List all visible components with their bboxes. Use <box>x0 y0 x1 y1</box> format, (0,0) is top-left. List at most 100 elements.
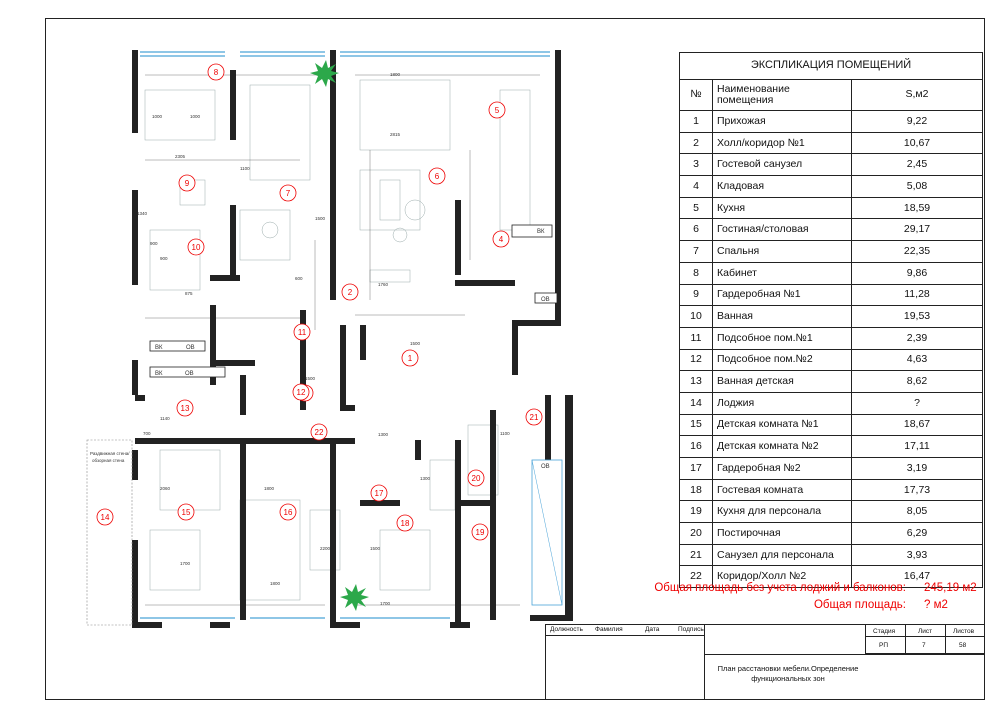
svg-text:600: 600 <box>295 276 303 281</box>
col-position-label: Должность <box>550 626 583 633</box>
svg-text:12: 12 <box>297 388 306 397</box>
plant-icons <box>310 60 369 611</box>
col-area-header: S,м2 <box>851 79 983 111</box>
room-marker-21: 21 <box>525 408 543 426</box>
svg-text:2815: 2815 <box>390 132 401 137</box>
room-name: Санузел для персонала <box>712 543 852 567</box>
stage-value: РП <box>879 642 889 649</box>
room-marker-16: 16 <box>279 503 297 521</box>
svg-text:ОВ: ОВ <box>541 297 550 303</box>
svg-text:1500: 1500 <box>410 341 421 346</box>
utility-boxes: ВК ОВ ВК ОВ ВК ОВ ОВ <box>149 224 563 606</box>
room-area: 18,67 <box>851 413 983 437</box>
total-no-loggia-label: Общая площадь без учета лоджий и балконо… <box>654 582 906 594</box>
svg-text:875: 875 <box>185 291 193 296</box>
svg-text:10: 10 <box>192 243 201 252</box>
svg-text:2060: 2060 <box>160 486 171 491</box>
room-area: 9,22 <box>851 110 983 133</box>
svg-text:ВК: ВК <box>537 229 545 235</box>
row-number: 19 <box>679 500 713 524</box>
svg-text:4: 4 <box>499 235 504 244</box>
sheet-border <box>45 18 985 700</box>
row-number: 3 <box>679 153 713 177</box>
svg-text:900: 900 <box>160 256 168 261</box>
svg-text:15: 15 <box>182 508 191 517</box>
svg-text:Раздвижная стена/: Раздвижная стена/ <box>90 451 130 456</box>
room-name: Детская комната №2 <box>712 435 852 458</box>
svg-text:1100: 1100 <box>240 166 250 171</box>
svg-text:1700: 1700 <box>180 561 191 566</box>
room-marker-11: 11 <box>293 323 311 341</box>
room-name: Коридор/Холл №2 <box>712 565 852 589</box>
svg-text:обзорная стена: обзорная стена <box>92 458 125 463</box>
room-marker-8: 8 <box>207 63 225 81</box>
svg-text:1: 1 <box>408 354 413 363</box>
room-marker-18: 18 <box>396 514 414 532</box>
svg-text:8: 8 <box>214 68 219 77</box>
svg-text:1800: 1800 <box>264 486 275 491</box>
room-name: Спальня <box>712 240 852 263</box>
svg-text:900: 900 <box>150 241 158 246</box>
room-marker-17: 17 <box>370 484 388 502</box>
svg-text:14: 14 <box>101 513 110 522</box>
title-block: Должность Фамилия Дата Подпись Стадия Ли… <box>545 624 985 700</box>
windows <box>140 51 550 619</box>
room-area: 17,73 <box>851 478 983 502</box>
svg-text:7: 7 <box>286 189 291 198</box>
room-area: 19,53 <box>851 305 983 328</box>
dimension-labels: 1000 1800 2815 1000 1340 2305 900 1100 1… <box>137 72 510 606</box>
row-number: 16 <box>679 435 713 458</box>
sheet-label: Лист <box>918 628 933 635</box>
room-area: 18,59 <box>851 196 983 220</box>
svg-text:700: 700 <box>143 431 151 436</box>
room-area: 3,19 <box>851 457 983 480</box>
room-area: 2,45 <box>851 153 983 177</box>
total-area-value: ? м2 <box>924 599 948 611</box>
drawing-title: План расстановки мебели.Определение функ… <box>717 664 859 683</box>
room-area: 11,28 <box>851 283 983 307</box>
svg-text:1300: 1300 <box>378 432 389 437</box>
room-name: Кладовая <box>712 175 852 198</box>
room-name: Гардеробная №1 <box>712 283 852 307</box>
room-area: ? <box>851 391 983 415</box>
room-name: Подсобное пом.№2 <box>712 348 852 372</box>
room-marker-12: 12 <box>292 383 310 401</box>
svg-text:1000: 1000 <box>152 114 163 119</box>
room-area: 6,29 <box>851 522 983 545</box>
room-marker-1: 1 <box>401 349 419 367</box>
svg-text:1760: 1760 <box>378 282 389 287</box>
svg-text:1800: 1800 <box>390 72 401 77</box>
room-name: Гостиная/столовая <box>712 218 852 242</box>
room-area: 5,08 <box>851 175 983 198</box>
svg-text:1340: 1340 <box>137 211 148 216</box>
room-marker-9: 9 <box>178 174 196 192</box>
sheets-value: 58 <box>959 642 967 649</box>
row-number: 14 <box>679 391 713 415</box>
col-date-label: Дата <box>645 626 660 633</box>
room-name: Прихожая <box>712 110 852 133</box>
svg-text:ВК: ВК <box>155 345 163 351</box>
room-area: 16,47 <box>851 565 983 589</box>
room-marker-6: 6 <box>428 167 446 185</box>
room-name: Ванная детская <box>712 370 852 393</box>
stage-label: Стадия <box>873 628 896 635</box>
total-no-loggia-value: 245,19 м2 <box>924 582 977 594</box>
svg-text:21: 21 <box>530 413 539 422</box>
explication-title: ЭКСПЛИКАЦИЯ ПОМЕЩЕНИЙ <box>679 52 983 80</box>
row-number: 1 <box>679 110 713 133</box>
room-area: 3,93 <box>851 543 983 567</box>
room-name: Холл/коридор №1 <box>712 131 852 155</box>
col-num-header: № <box>679 79 713 111</box>
room-marker-19: 19 <box>471 523 489 541</box>
svg-text:5: 5 <box>495 106 500 115</box>
svg-text:1000: 1000 <box>190 114 201 119</box>
